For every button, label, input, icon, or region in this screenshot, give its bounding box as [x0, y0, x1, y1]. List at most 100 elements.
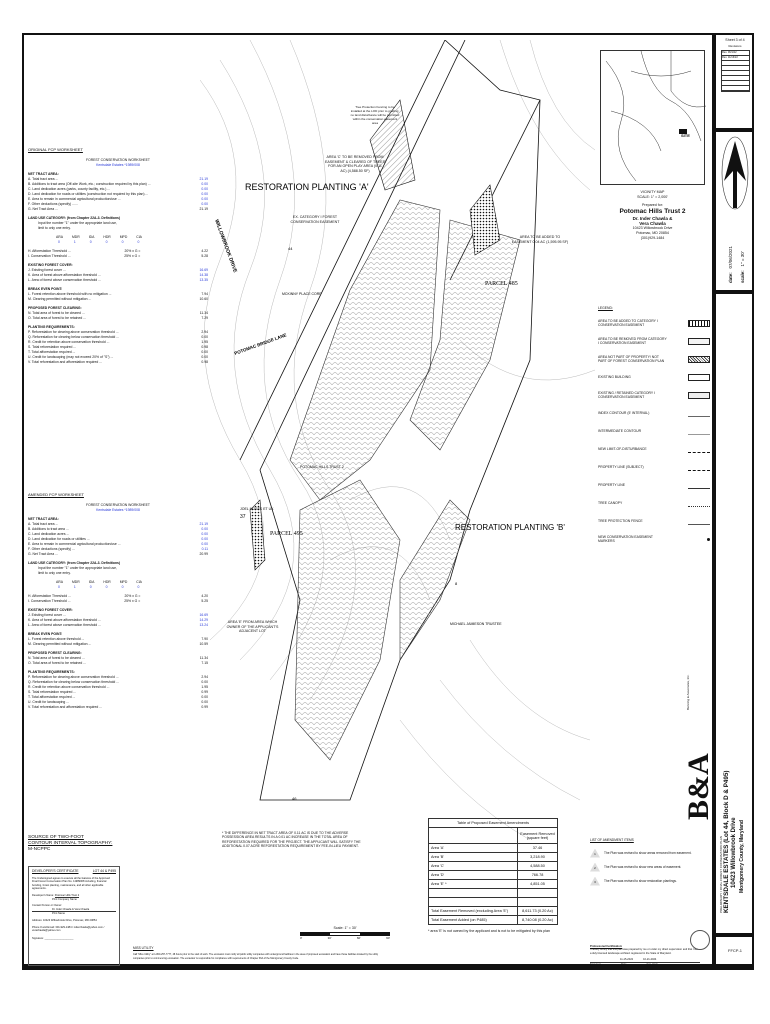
row-value: 14.29: [199, 618, 209, 622]
row-mult: x G =: [132, 599, 141, 603]
row-label: V. Total reforestation and afforestation…: [28, 360, 103, 364]
row-value: 0.00: [201, 192, 208, 196]
row-label: U. Credit for landscaping (may not excee…: [28, 355, 114, 359]
land-use-col: MPD: [119, 580, 128, 584]
row-label: E. Area to remain in commercial agricult…: [28, 197, 121, 201]
row-label: T. Total afforestation required ...: [28, 695, 76, 699]
area-value: 37.46: [517, 843, 558, 853]
land-use-col: MPD: [119, 235, 128, 239]
legend-label: AREA TO BE REMOVED FROM CATEGORY I CONSE…: [598, 337, 667, 345]
area-name: [428, 888, 518, 898]
row-label: G. Net Tract Area ...: [28, 552, 58, 556]
worksheet-row: N. Total area of forest to be cleared ..…: [28, 311, 208, 316]
row-value: 0.00: [201, 187, 208, 191]
row-value: 1.95: [201, 685, 208, 689]
legend-item: NEW CONSERVATION EASEMENT MARKERS: [598, 530, 710, 548]
table-row: Area 'C'4,588.50: [428, 861, 558, 871]
row-label: B. Additions to tract area ...: [28, 527, 69, 531]
legend-item: TREE PROTECTION FENCE: [598, 512, 710, 530]
land-use-col: IDA: [88, 580, 95, 584]
land-use-val: 0: [105, 240, 108, 244]
row-label: S. Total reforestation required ...: [28, 345, 77, 349]
legend-item: AREA TO BE ADDED TO CATEGORY I CONSERVAT…: [598, 314, 710, 332]
row-label: H. Afforestation Threshold ...: [28, 594, 71, 598]
row-label: V. Total reforestation and afforestation…: [28, 705, 103, 709]
fence-note: Tree Protection Fencing to be installed …: [350, 105, 400, 125]
area-name: Area 'C': [428, 861, 518, 871]
row-value: 0.00: [201, 350, 208, 354]
revision-row: [722, 86, 749, 91]
land-use-val: 0: [58, 585, 60, 589]
row-label: I. Conservation Threshold ...: [28, 254, 71, 258]
row-value: 16.69: [199, 268, 209, 272]
land-use-val: 0: [89, 240, 92, 244]
row-value: 0.00: [201, 197, 208, 201]
row-value: 2.94: [201, 330, 208, 334]
row-label: A. Total tract area ...: [28, 177, 59, 181]
land-use-val: 1: [73, 240, 76, 244]
row-value: 14.38: [199, 273, 209, 277]
land-use-val: 0: [58, 240, 60, 244]
row-value: 0.99: [201, 705, 208, 709]
row-pct: 25%: [124, 599, 132, 603]
worksheet-row: T. Total afforestation required ... 0.00: [28, 350, 208, 355]
land-use-val: 0: [105, 585, 108, 589]
legend-item: PROPERTY LINE (SUBJECT): [598, 458, 710, 476]
worksheet-row: H. Afforestation Threshold ...20% x G =4…: [28, 249, 208, 254]
legend-label: AREA TO BE ADDED TO CATEGORY I CONSERVAT…: [598, 319, 658, 327]
worksheet-row: I. Conservation Threshold ...25% x G =5.…: [28, 254, 208, 259]
worksheet-row: F. Other deductions (specify) ......0.00: [28, 202, 208, 207]
legend-swatch: [688, 428, 710, 435]
area-name: Area 'B': [428, 852, 518, 862]
legend-label: INDEX CONTOUR (5' INTERVAL): [598, 411, 650, 415]
area-added: [469, 184, 501, 256]
worksheet-row: P. Reforestation for clearing above cons…: [28, 675, 208, 680]
legend-label: NEW LIMIT-OF-DISTURBANCE: [598, 447, 647, 451]
row-mult: x G =: [132, 249, 141, 253]
worksheet-row: G. Net Tract Area ...20.99: [28, 552, 208, 557]
row-label: S. Total reforestation required ...: [28, 690, 77, 694]
amendment-text: The Plan was revised to show restoration…: [604, 879, 677, 883]
worksheet-row: D. Land dedication for roads or utilitie…: [28, 192, 208, 197]
legend-swatch: [688, 337, 710, 345]
restoration-b-area: [249, 499, 266, 571]
row-value: 0.11: [201, 547, 208, 551]
row-value: 7.90: [201, 637, 208, 641]
row-factor: 20% x G =: [124, 594, 140, 599]
row-label: L. Forest retention above threshold with…: [28, 292, 112, 296]
row-label: J. Existing forest cover ...: [28, 613, 66, 617]
row-value: 0.00: [201, 542, 208, 546]
professional-certification: Professional Certification: I hereby cer…: [590, 945, 700, 966]
row-label: N. Total area of forest to be cleared ..…: [28, 311, 85, 315]
legend-label: AREA NOT PART OF PROPERTY/ NOT PART OF F…: [598, 355, 665, 363]
row-label: O. Total area of forest to be retained .…: [28, 661, 86, 665]
row-label: M. Clearing permitted without mitigation…: [28, 642, 92, 646]
area-value: [517, 888, 558, 898]
parcel-495-label: PARCEL 495: [270, 531, 303, 537]
row-value: 5.28: [201, 254, 208, 258]
area-value: 766.78: [517, 870, 558, 880]
land-use-val: 0: [121, 240, 124, 244]
legend-item: PROPERTY LINE: [598, 476, 710, 494]
row-value: 13.24: [199, 623, 209, 627]
sheet-border: [22, 33, 754, 970]
row-value: 21.19: [199, 207, 209, 211]
legend-label: TREE CANOPY: [598, 501, 623, 505]
legend-item: NEW LIMIT-OF-DISTURBANCE: [598, 440, 710, 458]
worksheet-row: Q. Reforestation for clearing below cons…: [28, 680, 208, 685]
conservation-easement-d: [399, 499, 471, 661]
worksheet-row: B. Additions to tract area ...0.00: [28, 527, 208, 532]
owner-label: MICHAEL JAMIESON TRUSTEE: [450, 622, 502, 626]
restoration-planting-b-label: RESTORATION PLANTING 'B': [455, 523, 565, 532]
worksheet-row: A. Total tract area ...21.19: [28, 522, 208, 527]
row-value: 10.60: [199, 297, 209, 301]
row-label: T. Total afforestation required ...: [28, 350, 76, 354]
row-mult: x G =: [132, 594, 141, 598]
worksheet-row: S. Total reforestation required ...0.98: [28, 345, 208, 350]
legend-swatch: [688, 391, 710, 399]
land-use-col: CIA: [136, 580, 142, 584]
